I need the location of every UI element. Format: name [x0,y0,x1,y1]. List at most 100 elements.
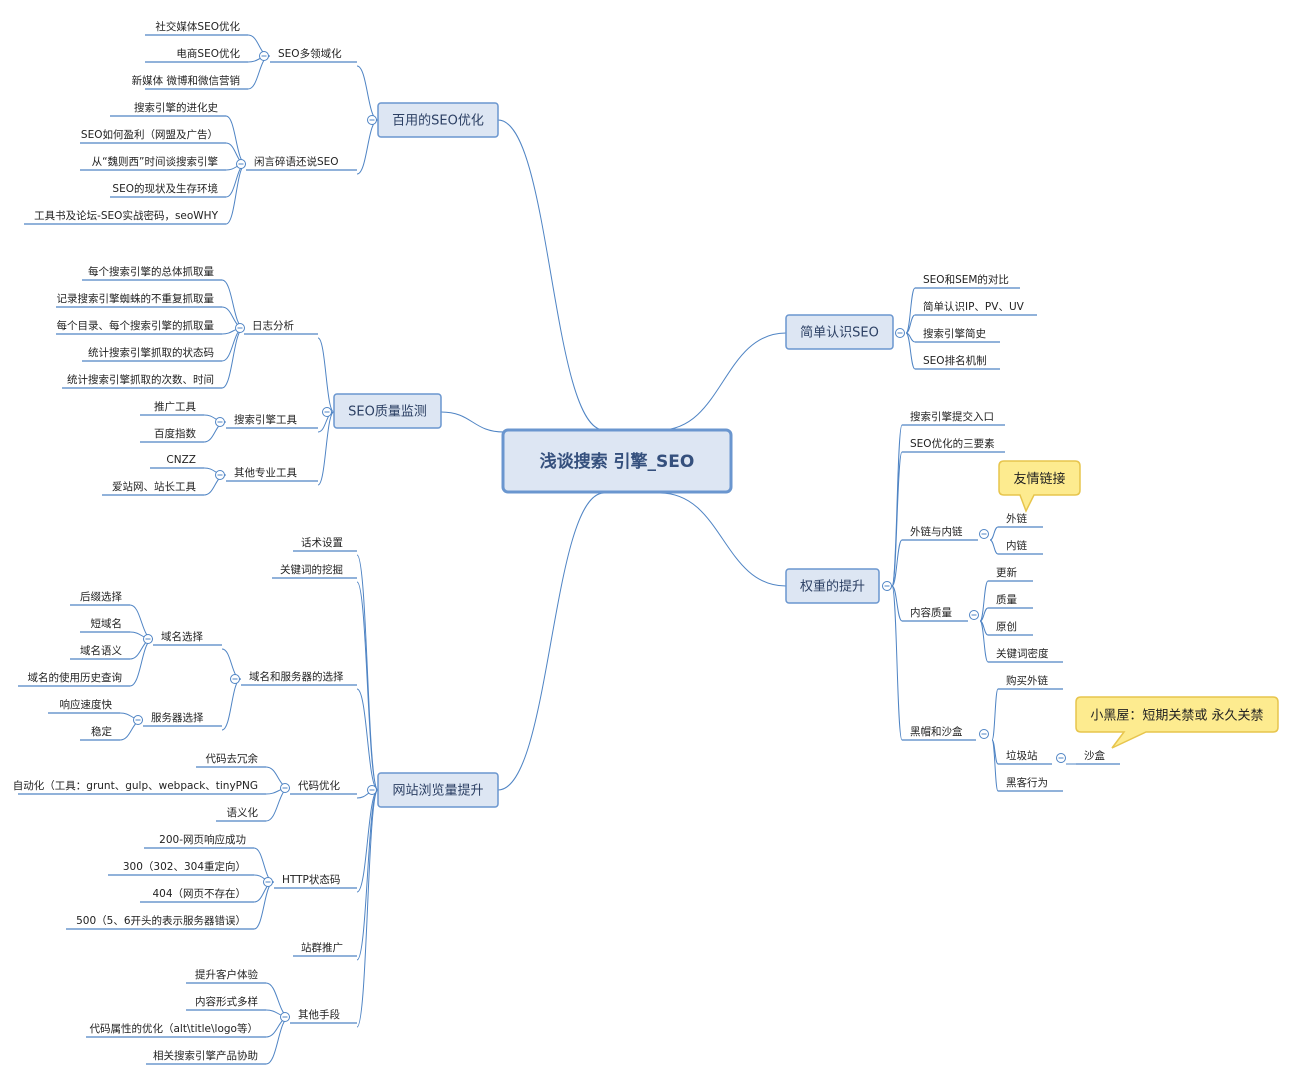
topic-b5b[interactable]: SEO优化的三要素 [902,437,1005,453]
topic-b5e3[interactable]: 黑客行为 [998,776,1063,792]
topic-b5e1[interactable]: 购买外链 [998,674,1063,690]
topic-b3g[interactable]: 其他手段 [290,1008,357,1024]
collapse-toggle-icon[interactable] [143,634,153,644]
topic-b2b1[interactable]: 推广工具 [140,400,204,416]
topic-b3c1[interactable]: 域名选择 [153,630,222,646]
topic-b3d3[interactable]: 语义化 [216,806,266,822]
collapse-toggle-icon[interactable] [367,115,377,125]
topic-b2b[interactable]: 搜索引擎工具 [226,413,318,429]
topic-b3c2[interactable]: 服务器选择 [143,711,222,727]
topic-b3a[interactable]: 话术设置 [293,537,357,552]
topic-b2a5[interactable]: 统计搜索引擎抓取的次数、时间 [62,373,222,389]
topic-b3c13[interactable]: 域名语义 [70,644,130,660]
topic-b1[interactable]: 百用的SEO优化 [377,102,499,138]
topic-b1b5[interactable]: 工具书及论坛-SEO实战密码，seoWHY [24,209,226,225]
topic-b2[interactable]: SEO质量监测 [333,393,442,429]
collapse-toggle-icon[interactable] [895,328,905,338]
collapse-toggle-icon[interactable] [215,417,225,427]
callout-c2[interactable]: 小黑屋：短期关禁或 永久关禁 [1075,696,1279,749]
topic-b4[interactable]: 简单认识SEO [785,314,894,350]
topic-b1a2[interactable]: 电商SEO优化 [145,47,248,63]
collapse-toggle-icon[interactable] [236,159,246,169]
collapse-toggle-icon[interactable] [1056,753,1066,763]
topic-b3[interactable]: 网站浏览量提升 [377,772,499,808]
topic-b3c11[interactable]: 后缀选择 [70,590,130,606]
collapse-toggle-icon[interactable] [263,877,273,887]
topic-b3e[interactable]: HTTP状态码 [274,873,357,889]
collapse-toggle-icon[interactable] [280,1012,290,1022]
collapse-toggle-icon[interactable] [979,729,989,739]
topic-b2b2[interactable]: 百度指数 [140,427,204,443]
collapse-toggle-icon[interactable] [882,581,892,591]
topic-b3e4[interactable]: 500（5、6开头的表示服务器错误） [66,914,254,930]
topic-b3c14[interactable]: 域名的使用历史查询 [18,671,130,687]
topic-b3c22[interactable]: 稳定 [80,725,120,741]
topic-b2c2[interactable]: 爱站网、站长工具 [102,480,204,496]
topic-b3d1[interactable]: 代码去冗余 [196,752,266,768]
collapse-toggle-icon[interactable] [215,470,225,480]
topic-b1b2[interactable]: SEO如何盈利（网盟及广告） [80,128,226,144]
topic-b3g1[interactable]: 提升客户体验 [186,968,266,984]
topic-b3c[interactable]: 域名和服务器的选择 [241,670,357,686]
topic-b4d[interactable]: SEO排名机制 [915,354,1000,370]
topic-b2c1[interactable]: CNZZ [150,454,204,469]
topic-b2a4[interactable]: 统计搜索引擎抓取的状态码 [82,346,222,362]
topic-b3b[interactable]: 关键词的挖掘 [272,563,357,579]
topic-b3f[interactable]: 站群推广 [293,941,357,957]
topic-b5d2[interactable]: 质量 [988,594,1033,609]
collapse-toggle-icon[interactable] [259,51,269,61]
topic-label: 搜索引擎的进化史 [134,101,218,114]
topic-b3d[interactable]: 代码优化 [290,779,357,795]
topic-b5c1[interactable]: 外链 [998,512,1043,528]
topic-b1a1[interactable]: 社交媒体SEO优化 [145,20,248,36]
topic-b1a3[interactable]: 新媒体 微博和微信营销 [132,74,248,90]
topic-b5e[interactable]: 黑帽和沙盒 [902,725,976,741]
collapse-toggle-icon[interactable] [322,407,332,417]
topic-b5[interactable]: 权重的提升 [785,568,880,604]
collapse-toggle-icon[interactable] [280,783,290,793]
topic-b1a[interactable]: SEO多领域化 [270,47,357,63]
topic-b3e3[interactable]: 404（网页不存在） [140,887,254,903]
topic-b2a3[interactable]: 每个目录、每个搜索引擎的抓取量 [56,319,222,335]
topic-b3c12[interactable]: 短域名 [80,617,130,633]
topic-b3g2[interactable]: 内容形式多样 [186,995,266,1011]
collapse-toggle-icon[interactable] [367,785,377,795]
topic-b1b1[interactable]: 搜索引擎的进化史 [110,101,226,117]
topic-b5c[interactable]: 外链与内链 [902,525,978,541]
topic-b5e21[interactable]: 沙盒 [1076,749,1120,765]
topic-b2c[interactable]: 其他专业工具 [226,466,318,482]
topic-b2a2[interactable]: 记录搜索引擎蜘蛛的不重复抓取量 [56,292,222,308]
topic-b3c21[interactable]: 响应速度快 [48,698,120,714]
topic-b3g4[interactable]: 相关搜索引擎产品协助 [146,1049,266,1065]
topic-root[interactable]: 浅谈搜索 引擎_SEO [501,428,733,494]
topic-b4a[interactable]: SEO和SEM的对比 [915,273,1020,289]
topic-b4b[interactable]: 简单认识IP、PV、UV [915,300,1037,316]
topic-b5c2[interactable]: 内链 [998,539,1043,555]
collapse-toggle-icon[interactable] [133,715,143,725]
topic-b5d[interactable]: 内容质量 [902,606,968,622]
topic-label: 后缀选择 [80,590,122,603]
topic-b2a1[interactable]: 每个搜索引擎的总体抓取量 [82,265,222,281]
collapse-toggle-icon[interactable] [230,674,240,684]
topic-b4c[interactable]: 搜索引擎简史 [915,327,1000,343]
topic-b1b4[interactable]: SEO的现状及生存环境 [110,182,226,198]
topic-b3d2[interactable]: 自动化（工具：grunt、gulp、webpack、tinyPNG [13,779,266,795]
topic-b5d3[interactable]: 原创 [988,620,1033,636]
topic-label: 搜索引擎提交入口 [910,410,994,423]
topic-b3g3[interactable]: 代码属性的优化（alt\title\logo等） [86,1022,266,1038]
topic-b2a[interactable]: 日志分析 [244,319,318,335]
collapse-toggle-icon[interactable] [235,323,245,333]
topic-b5a[interactable]: 搜索引擎提交入口 [902,410,1005,426]
topic-b5e2[interactable]: 垃圾站 [998,749,1052,765]
topic-b1b3[interactable]: 从“魏则西”时间谈搜索引擎 [80,155,226,171]
connector-line [991,688,999,741]
topic-label: 域名选择 [161,630,203,643]
topic-b3e1[interactable]: 200-网页响应成功 [144,833,254,849]
collapse-toggle-icon[interactable] [969,610,979,620]
collapse-toggle-icon[interactable] [979,529,989,539]
topic-b5d4[interactable]: 关键词密度 [988,647,1063,663]
topic-b1b[interactable]: 闲言碎语还说SEO [246,155,357,171]
topic-b3e2[interactable]: 300（302、304重定向） [108,860,254,876]
callout-c1[interactable]: 友情链接 [998,460,1081,513]
topic-b5d1[interactable]: 更新 [988,566,1033,582]
